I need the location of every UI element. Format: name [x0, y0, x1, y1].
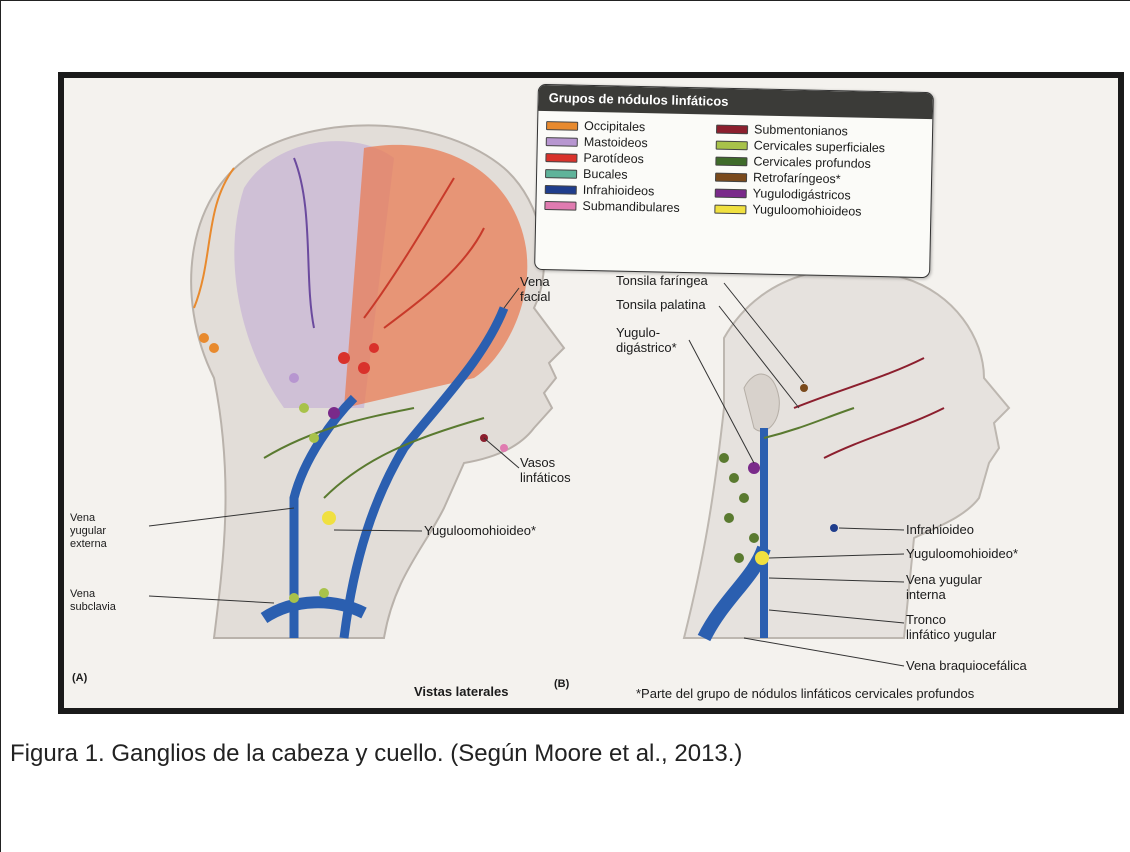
- legend-label: Cervicales superficiales: [754, 138, 886, 155]
- legend-item: Submandibulares: [544, 197, 680, 216]
- label-vasos-linfaticos: Vasos linfáticos: [520, 455, 571, 485]
- legend-swatch: [546, 121, 578, 131]
- label-tronco-linfatico: Tronco linfático yugular: [906, 612, 996, 642]
- label-infrahioideo: Infrahioideo: [906, 522, 974, 537]
- legend-swatch: [716, 140, 748, 150]
- label-tonsila-faringea: Tonsila faríngea: [616, 273, 708, 288]
- legend-label: Submentonianos: [754, 122, 848, 138]
- legend-swatch: [545, 185, 577, 195]
- legend-swatch: [715, 188, 747, 198]
- legend-swatch: [545, 153, 577, 163]
- legend-label: Parotídeos: [583, 151, 644, 166]
- legend-label: Cervicales profundos: [753, 154, 871, 170]
- legend-swatch: [545, 169, 577, 179]
- label-tonsila-palatina: Tonsila palatina: [616, 297, 706, 312]
- legend-swatch: [716, 124, 748, 134]
- panel-a-head: [191, 125, 564, 638]
- legend-label: Yuguloomohioideos: [752, 202, 861, 218]
- legend-swatch: [714, 204, 746, 214]
- legend-label: Occipitales: [584, 119, 645, 134]
- label-vena-yugular-externa: Vena yugular externa: [70, 512, 107, 551]
- panel-a-letter: (A): [72, 672, 87, 685]
- legend-swatch: [546, 137, 578, 147]
- label-vena-facial: Vena facial: [520, 274, 550, 304]
- legend-label: Retrofaríngeos*: [753, 170, 841, 186]
- panel-b-letter: (B): [554, 678, 569, 691]
- legend-swatch: [544, 201, 576, 211]
- legend-swatch: [715, 156, 747, 166]
- vistas-label: Vistas laterales: [414, 684, 508, 699]
- legend-label: Mastoideos: [584, 135, 648, 150]
- label-yuguloomohioideo-b: Yuguloomohioideo*: [906, 546, 1018, 561]
- footnote: *Parte del grupo de nódulos linfáticos c…: [636, 686, 974, 701]
- legend-label: Bucales: [583, 167, 628, 182]
- label-vena-yugular-interna: Vena yugular interna: [906, 572, 982, 602]
- figure-caption: Figura 1. Ganglios de la cabeza y cuello…: [10, 740, 742, 768]
- label-yuguloomohioideo-a: Yuguloomohioideo*: [424, 523, 536, 538]
- legend-label: Submandibulares: [582, 199, 680, 215]
- label-yugulodigastrico: Yugulo- digástrico*: [616, 325, 677, 355]
- legend-title: Grupos de nódulos linfáticos: [538, 85, 932, 119]
- label-vena-subclavia: Vena subclavia: [70, 588, 116, 614]
- anatomy-figure: Grupos de nódulos linfáticos Occipitales…: [58, 72, 1124, 714]
- legend-box: Grupos de nódulos linfáticos Occipitales…: [534, 84, 934, 278]
- legend-swatch: [715, 172, 747, 182]
- label-vena-braquiocefalica: Vena braquiocefálica: [906, 658, 1027, 673]
- page-border-top: [0, 0, 1130, 1]
- legend-label: Infrahioideos: [583, 183, 655, 198]
- page-border-left: [0, 0, 1, 852]
- legend-item: Yuguloomohioideos: [714, 201, 884, 221]
- legend-label: Yugulodigástricos: [753, 186, 851, 202]
